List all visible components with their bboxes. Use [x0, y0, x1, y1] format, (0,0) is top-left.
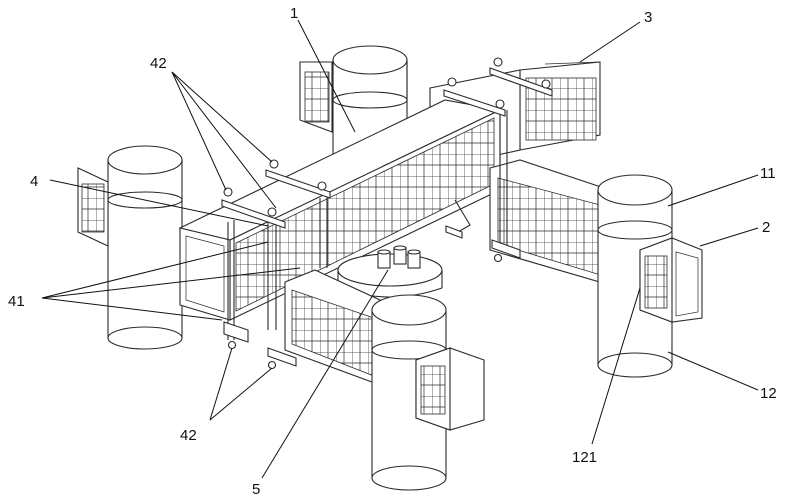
reference-labels: 1 2 3 4 5 11 12 121 41 42 42 — [8, 5, 777, 498]
label-3: 3 — [644, 9, 652, 26]
center-hub — [337, 245, 443, 298]
label-121: 121 — [572, 449, 597, 466]
label-42-lower: 42 — [180, 427, 197, 444]
left-column — [107, 145, 183, 350]
right-column — [597, 174, 673, 378]
label-41: 41 — [8, 293, 25, 310]
label-12: 12 — [760, 385, 777, 402]
front-arm — [284, 269, 381, 386]
top-brackets — [221, 57, 553, 229]
back-arm-left — [299, 61, 333, 133]
front-arm-box — [415, 347, 485, 431]
label-4: 4 — [30, 173, 38, 190]
label-42-upper: 42 — [150, 55, 167, 72]
label-11: 11 — [760, 165, 776, 182]
front-column — [371, 294, 447, 491]
leader-lines — [41, 19, 759, 479]
left-arm-box — [77, 167, 109, 247]
label-5: 5 — [252, 481, 260, 498]
bottom-brackets — [223, 225, 521, 370]
label-2: 2 — [762, 219, 770, 236]
connector-posts — [227, 110, 508, 340]
label-1: 1 — [290, 5, 298, 22]
right-arm — [489, 159, 611, 286]
right-arm-box — [639, 237, 703, 323]
